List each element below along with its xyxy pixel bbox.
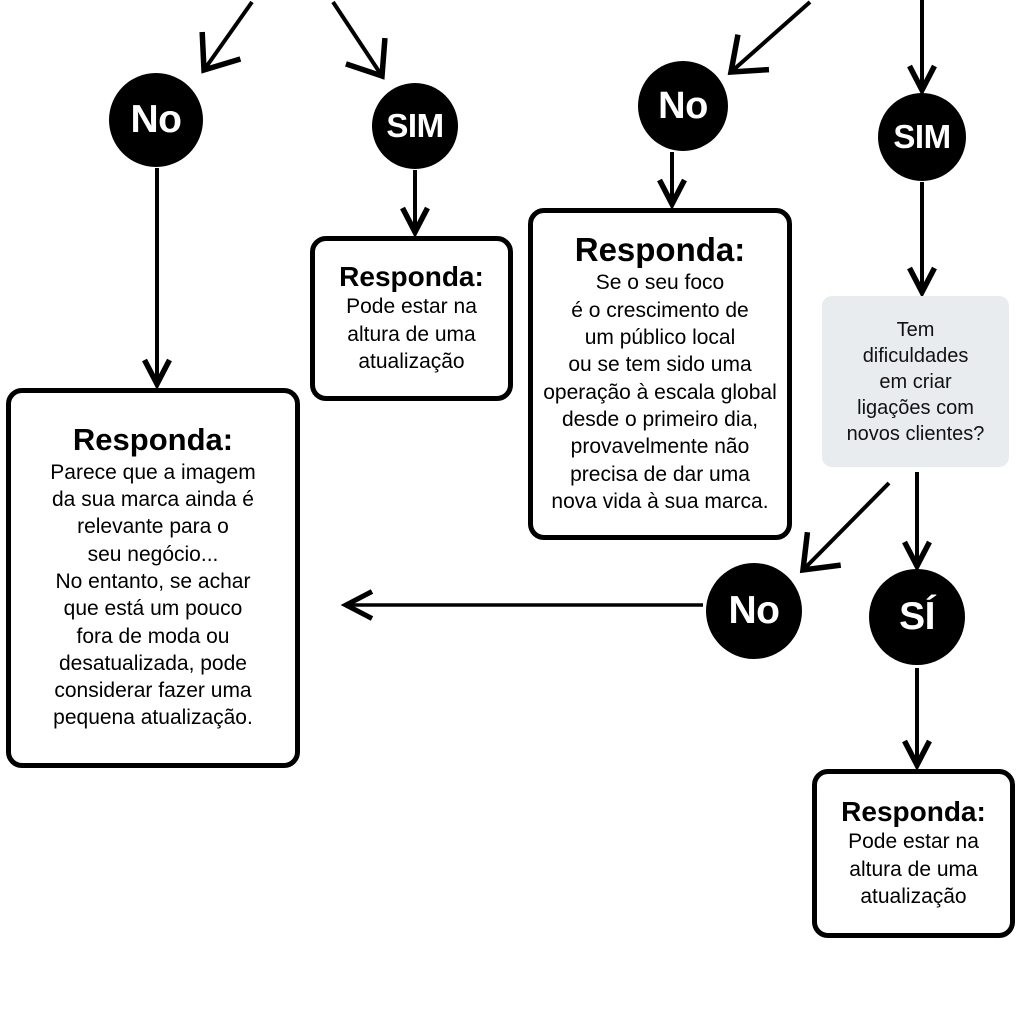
answer-center[interactable]: Responda:Se o seu foco é o crescimento d… <box>528 208 792 540</box>
answer-box-body: Parece que a imagem da sua marca ainda é… <box>50 460 256 730</box>
decision-node-label: SÍ <box>899 595 935 638</box>
answer-box-body: Pode estar na altura de uma atualização <box>848 830 979 908</box>
answer-bottom-left[interactable]: Responda:Parece que a imagem da sua marc… <box>6 388 300 768</box>
edge-sim-right-to-question <box>907 182 937 298</box>
decision-node-label: No <box>658 84 708 127</box>
edge-sim-left-to-answer <box>400 170 430 238</box>
edge-no-center-to-answer <box>657 152 687 210</box>
edge-question-to-si <box>902 472 932 572</box>
answer-bottom-right[interactable]: Responda:Pode estar na altura de uma atu… <box>812 769 1015 938</box>
answer-upper-left[interactable]: Responda:Pode estar na altura de uma atu… <box>310 236 513 401</box>
decision-node-no-bottom[interactable]: No <box>706 563 802 659</box>
edge-question-to-no <box>799 481 891 574</box>
answer-box-title: Responda: <box>841 795 986 827</box>
answer-box-title: Responda: <box>72 422 234 458</box>
decision-node-sim-left[interactable]: SIM <box>372 83 458 169</box>
edge-in-to-sim-right <box>907 0 937 96</box>
decision-node-si-bottom[interactable]: SÍ <box>869 569 965 665</box>
decision-node-label: SIM <box>893 118 951 155</box>
edge-in-to-sim-left <box>331 0 388 80</box>
decision-node-no-left[interactable]: No <box>109 73 203 167</box>
edge-no-left-to-answer <box>142 168 172 390</box>
decision-node-no-center[interactable]: No <box>638 61 728 151</box>
decision-node-label: No <box>130 98 183 141</box>
edge-no-bottom-to-left <box>340 589 703 621</box>
question-novos-clientes[interactable]: Tem dificuldades em criar ligações com n… <box>822 296 1009 467</box>
answer-box-body: Se o seu foco é o crescimento de um públ… <box>543 271 777 513</box>
decision-node-label: No <box>728 589 781 632</box>
edge-si-to-answer <box>902 668 932 771</box>
decision-node-sim-right[interactable]: SIM <box>878 93 966 181</box>
answer-box-title: Responda: <box>574 230 746 268</box>
answer-box-body: Pode estar na altura de uma atualização <box>346 295 477 373</box>
decision-node-label: SIM <box>386 107 444 144</box>
edge-in-to-no-left <box>199 0 254 74</box>
question-box-text: Tem dificuldades em criar ligações com n… <box>846 318 985 445</box>
answer-box-title: Responda: <box>339 260 484 292</box>
edge-in-to-no-center <box>727 0 812 75</box>
